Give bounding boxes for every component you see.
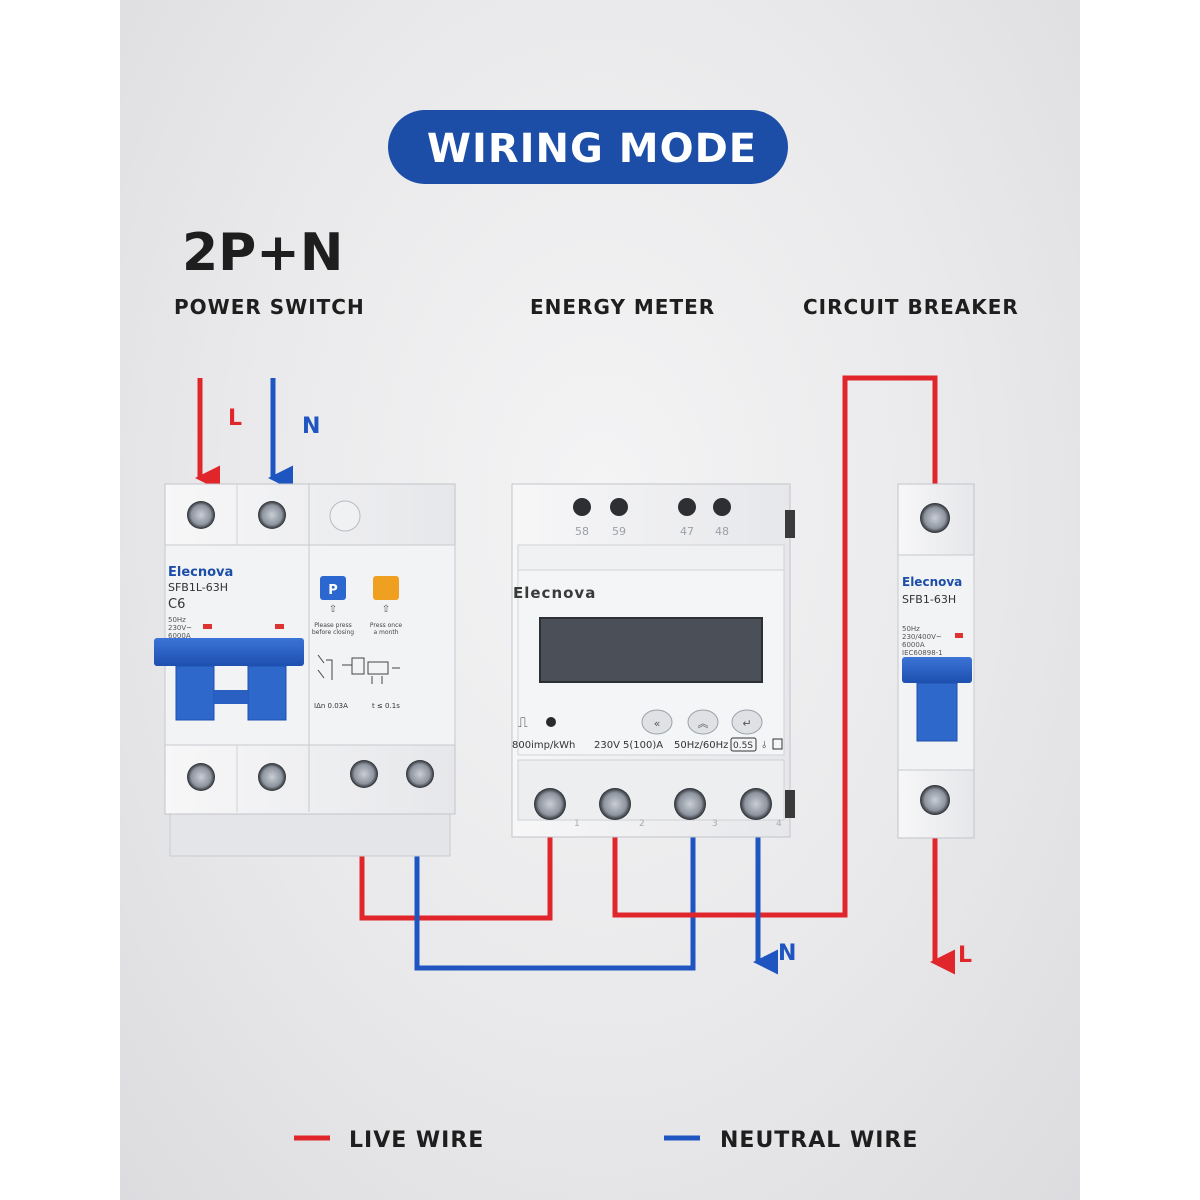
bottom-terminal-label: 3 — [712, 819, 718, 829]
screw-icon — [258, 763, 286, 791]
meter-impulse: 800imp/kWh — [512, 740, 575, 751]
screw-icon — [674, 788, 706, 820]
live-wire-switch-to-meter — [359, 800, 553, 921]
meter-frequency: 50Hz/60Hz — [674, 740, 728, 751]
switch-trip-time: t ≤ 0.1s — [372, 702, 400, 710]
screw-icon — [610, 498, 628, 516]
test-note-line2: a month — [373, 629, 398, 636]
p-note-line2: before closing — [312, 629, 354, 636]
screw-icon — [187, 501, 215, 529]
pulse-led — [546, 717, 556, 727]
bottom-terminal-label: 2 — [639, 819, 645, 829]
breaker-spec-2: 230/400V~ — [902, 633, 942, 641]
switch-curve: C6 — [168, 597, 185, 612]
bottom-terminal-label: 4 — [776, 819, 782, 829]
enter-button[interactable]: ↵ — [731, 709, 763, 735]
left-button[interactable]: « — [641, 709, 673, 735]
switch-spec-2: 230V~ — [168, 624, 192, 632]
mode-label: 2P+N — [182, 223, 343, 283]
switch-brand: Elecnova — [168, 565, 233, 580]
breaker-spec-1: 50Hz — [902, 625, 920, 633]
top-terminal-label: 47 — [680, 525, 694, 538]
enter-icon: ↵ — [742, 717, 751, 730]
circuit-breaker-device: Elecnova SFB1-63H 50Hz 230/400V~ 6000A I… — [897, 483, 975, 839]
screw-icon — [534, 788, 566, 820]
outgoing-neutral-marker: N — [778, 941, 796, 966]
lcd-display — [539, 617, 763, 683]
meter-current: 5(100)A — [623, 740, 663, 751]
screw-icon — [920, 503, 950, 533]
screw-icon — [599, 788, 631, 820]
p-button[interactable]: P — [320, 576, 346, 600]
indicator-window — [329, 500, 361, 532]
switch-toggle-lever[interactable] — [154, 638, 304, 721]
energy-meter-heading: ENERGY METER — [530, 295, 715, 319]
live-legend-label: LIVE WIRE — [349, 1128, 484, 1153]
title-text: WIRING MODE — [427, 126, 757, 172]
breaker-spec-4: IEC60898-1 — [902, 649, 943, 657]
switch-rating: IΔn 0.03A — [314, 702, 348, 710]
circuit-breaker-heading: CIRCUIT BREAKER — [803, 295, 1019, 319]
double-chevron-left-icon: « — [654, 717, 661, 730]
outgoing-live-marker: L — [958, 943, 972, 968]
legend: LIVE WIRE NEUTRAL WIRE — [294, 1128, 918, 1153]
screw-icon — [187, 763, 215, 791]
bottom-terminal-label: 1 — [574, 819, 580, 829]
screw-icon — [713, 498, 731, 516]
test-button[interactable] — [373, 576, 399, 600]
screw-icon — [573, 498, 591, 516]
meter-class: 0.5S — [733, 741, 753, 751]
screw-icon — [920, 785, 950, 815]
switch-spec-1: 50Hz — [168, 616, 186, 624]
double-chevron-up-icon: ︽ — [698, 717, 709, 730]
breaker-model: SFB1-63H — [902, 593, 956, 606]
top-terminal-label: 58 — [575, 525, 589, 538]
title-pill: WIRING MODE — [388, 110, 788, 184]
screw-icon — [678, 498, 696, 516]
live-wire-meter-to-breaker — [612, 375, 938, 918]
meter-brand: Elecnova — [513, 584, 596, 602]
power-switch-device: Elecnova SFB1L-63H C6 50Hz 230V~ 6000A P… — [154, 483, 456, 857]
screw-icon — [258, 501, 286, 529]
p-button-label: P — [328, 583, 338, 598]
p-note-line1: Please press — [314, 622, 351, 629]
arrow-up-icon: ⇧ — [382, 604, 390, 615]
install-icon: ⫰ — [762, 740, 767, 751]
neutral-wire-switch-to-meter — [414, 800, 696, 971]
power-switch-heading: POWER SWITCH — [174, 295, 365, 319]
breaker-toggle-lever[interactable] — [902, 657, 972, 742]
screw-icon — [350, 760, 378, 788]
arrow-up-icon: ⇧ — [329, 604, 337, 615]
circuit-schematic-icon — [317, 654, 400, 684]
test-note-line1: Press once — [370, 622, 402, 629]
top-terminal-label: 48 — [715, 525, 729, 538]
top-terminal-label: 59 — [612, 525, 626, 538]
switch-spec-3: 6000A — [168, 632, 191, 640]
pulse-icon: ⎍ — [518, 715, 528, 731]
breaker-brand: Elecnova — [902, 575, 962, 589]
double-insulation-icon — [772, 738, 783, 750]
incoming-live-marker: L — [228, 406, 242, 431]
screw-icon — [406, 760, 434, 788]
breaker-spec-3: 6000A — [902, 641, 925, 649]
up-button[interactable]: ︽ — [687, 709, 719, 735]
screw-icon — [740, 788, 772, 820]
meter-voltage: 230V — [594, 740, 620, 751]
energy-meter-device: 58 59 47 48 Elecnova ⎍ « ︽ ↵ 800imp/kWh … — [511, 483, 795, 838]
switch-model: SFB1L-63H — [168, 581, 228, 594]
neutral-legend-label: NEUTRAL WIRE — [720, 1128, 918, 1153]
incoming-neutral-marker: N — [302, 414, 320, 439]
